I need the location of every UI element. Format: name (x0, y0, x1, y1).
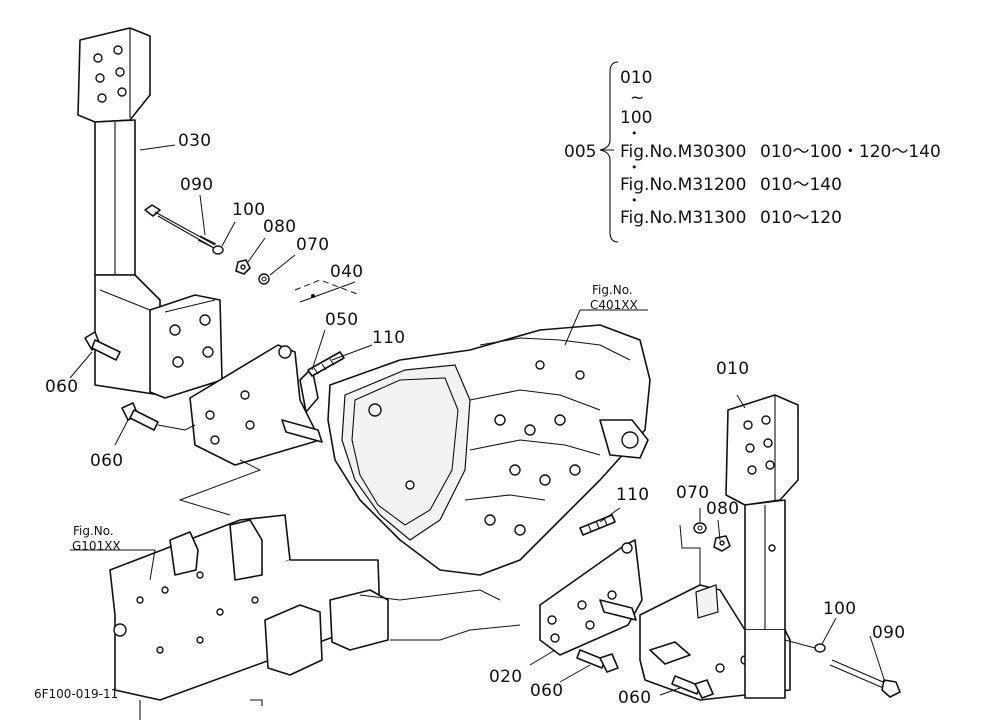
mount-plate-040 (189, 344, 323, 466)
mount-plate-020 (539, 539, 643, 656)
assembly-row-1-fig: Fig.No.M30300 (620, 142, 747, 162)
callout-110-bottom: 110 (616, 485, 650, 505)
assembly-row-2-range: 010～140 (760, 175, 842, 195)
separator-dot: • (631, 161, 638, 174)
nut-080-bottom (713, 535, 731, 552)
callout-020: 020 (489, 667, 523, 687)
callout-050: 050 (325, 310, 359, 330)
assembly-row-3-fig: Fig.No.M31300 (620, 208, 747, 228)
bolt-060-b (121, 402, 159, 431)
right-support-bracket-010 (639, 394, 799, 701)
callout-100-top: 100 (232, 200, 266, 220)
callout-080-top: 080 (263, 217, 297, 237)
nut-080-top (235, 259, 251, 275)
assembly-range-top: 010 (620, 68, 653, 88)
stud-bolt-110-top (307, 351, 345, 377)
callout-090-bottom: 090 (872, 623, 906, 643)
separator-dot: • (631, 127, 638, 140)
assembly-range-tilde: ~ (630, 88, 645, 108)
fig-ref-transmission-line2: C401XX (590, 298, 638, 312)
callout-060-d: 060 (618, 688, 652, 708)
assembly-range-bottom: 100 (620, 108, 653, 128)
washer-070-top (258, 273, 270, 285)
transmission-housing (327, 324, 651, 576)
bolt-060-d (671, 675, 714, 699)
callout-060-b: 060 (90, 451, 124, 471)
stud-bolt-110-bottom (579, 514, 616, 536)
washer-070-bottom (693, 522, 707, 534)
assembly-row-1-range: 010～100・120～140 (760, 142, 941, 162)
separator-dot: • (631, 194, 638, 207)
lock-washer-100-top (212, 245, 224, 255)
callout-100-bottom: 100 (823, 599, 857, 619)
tractor-frame (109, 514, 389, 720)
callout-070-bottom: 070 (676, 483, 710, 503)
callout-090-top: 090 (180, 175, 214, 195)
callout-060-a: 060 (45, 377, 79, 397)
lock-washer-100-bottom (814, 643, 826, 653)
assembly-row-2-fig: Fig.No.M31200 (620, 175, 747, 195)
assembly-part-number: 005 (564, 142, 597, 162)
drawing-number: 6F100-019-11 (34, 687, 119, 701)
bolt-060-c (576, 649, 619, 673)
bolt-060-a (84, 331, 121, 361)
fig-ref-transmission-line1: Fig.No. (592, 283, 633, 297)
bolt-090-top (144, 204, 217, 249)
bolt-090-bottom (829, 659, 901, 698)
assembly-row-3-range: 010～120 (760, 208, 842, 228)
callout-010: 010 (716, 359, 750, 379)
callout-040: 040 (330, 262, 364, 282)
fig-ref-frame-line2: G101XX (72, 539, 121, 553)
callout-060-c: 060 (530, 681, 564, 701)
callout-030: 030 (178, 131, 212, 151)
callout-070-top: 070 (296, 235, 330, 255)
callout-080-bottom: 080 (706, 499, 740, 519)
left-support-bracket-030 (77, 27, 223, 399)
fig-ref-frame-line1: Fig.No. (73, 524, 114, 538)
callout-110-top: 110 (372, 328, 406, 348)
